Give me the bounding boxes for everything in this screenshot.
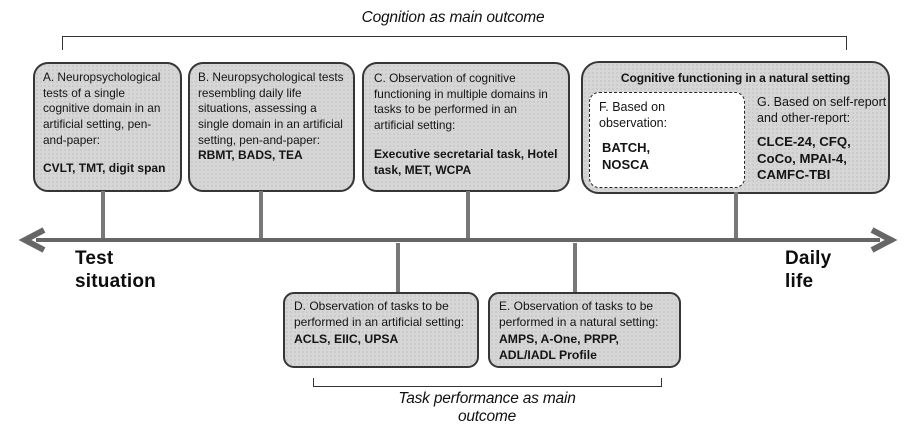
box-c-description: C. Observation of cognitive functioning … xyxy=(374,71,548,133)
box-a-description: A. Neuropsychological tests of a single … xyxy=(43,70,161,147)
task-performance-label: Task performance as main outcome xyxy=(398,390,576,426)
box-f-instruments: BATCH, NOSCA xyxy=(602,140,651,172)
box-g-self-report: G. Based on self-report and other-report… xyxy=(757,94,889,184)
connector-box-c xyxy=(466,191,470,240)
cognition-outcome-label: Cognition as main outcome xyxy=(361,9,545,26)
box-f-based-on-observation: F. Based on observation: BATCH, NOSCA xyxy=(589,92,745,188)
box-b-description: B. Neuropsychological tests resembling d… xyxy=(198,70,344,147)
connector-box-fg xyxy=(734,192,738,240)
task-performance-bracket xyxy=(313,378,662,387)
connector-box-a xyxy=(101,191,105,240)
arrow-right-head-icon xyxy=(870,227,898,253)
axis-label-test-situation: Test situation xyxy=(75,248,156,292)
box-b-instruments: RBMT, BADS, TEA xyxy=(198,148,303,163)
arrow-left-head-icon xyxy=(18,227,46,253)
box-d-description: D. Observation of tasks to be performed … xyxy=(294,299,465,329)
box-d-tasks-artificial: D. Observation of tasks to be performed … xyxy=(283,292,479,368)
box-a-neuropsych-single-domain: A. Neuropsychological tests of a single … xyxy=(33,62,182,192)
box-a-instruments: CVLT, TMT, digit span xyxy=(43,161,166,176)
box-fg-natural-setting: Cognitive functioning in a natural setti… xyxy=(581,61,890,194)
connector-box-e xyxy=(573,243,577,292)
box-b-neuropsych-daily-life: B. Neuropsychological tests resembling d… xyxy=(188,62,355,192)
box-e-instruments: AMPS, A-One, PRPP, ADL/IADL Profile xyxy=(499,331,619,363)
connector-box-d xyxy=(396,243,400,292)
box-f-description: F. Based on observation: xyxy=(599,100,668,130)
box-e-description: E. Observation of tasks to be performed … xyxy=(499,299,659,329)
connector-box-b xyxy=(259,191,263,240)
box-g-description: G. Based on self-report and other-report… xyxy=(757,95,887,125)
box-d-instruments: ACLS, EIIC, UPSA xyxy=(294,331,399,346)
box-c-instruments: Executive secretarial task, Hotel task, … xyxy=(374,146,558,177)
cognition-outcome-bracket xyxy=(62,36,847,50)
box-e-tasks-natural: E. Observation of tasks to be performed … xyxy=(488,292,681,368)
box-c-observation-artificial: C. Observation of cognitive functioning … xyxy=(362,62,570,192)
continuum-arrow xyxy=(18,227,898,253)
box-fg-header: Cognitive functioning in a natural setti… xyxy=(620,71,851,85)
box-g-instruments: CLCE-24, CFQ, CoCo, MPAI-4, CAMFC-TBI xyxy=(757,134,851,182)
axis-label-daily-life: Daily life xyxy=(785,248,832,292)
